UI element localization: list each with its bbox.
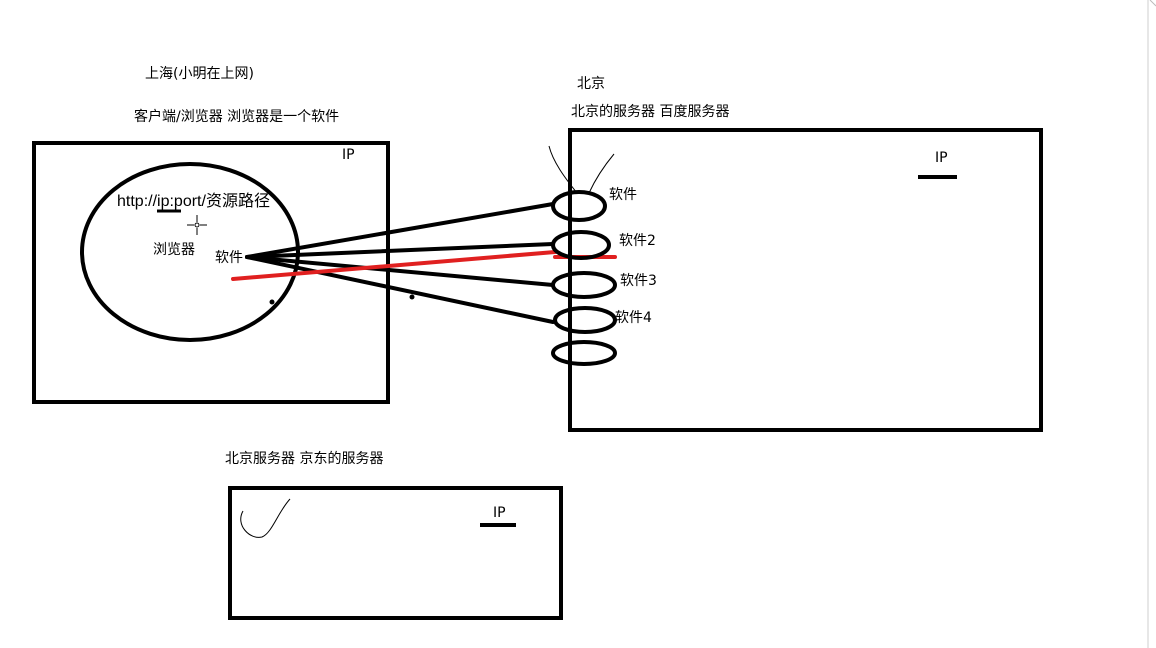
jd-ip-label: IP — [493, 505, 506, 521]
client-ip-label: IP — [342, 147, 355, 163]
browser-label: 浏览器 — [153, 242, 195, 258]
ink-dot — [409, 294, 415, 300]
highlight-connection-line — [231, 250, 557, 281]
port-ellipse-3 — [551, 271, 617, 299]
connection-line-1 — [245, 202, 555, 259]
connection-lines — [245, 202, 555, 324]
port-ellipse-1 — [551, 190, 607, 222]
port-ellipse-4 — [553, 306, 617, 334]
client-software-label: 软件 — [215, 250, 243, 266]
connection-line-4 — [245, 255, 555, 324]
jd-role-label: 北京服务器 京东的服务器 — [225, 451, 383, 467]
baidu-ip-label: IP — [935, 150, 948, 166]
client-location-label: 上海(小明在上网) — [145, 66, 254, 82]
port-ellipse-2 — [551, 230, 611, 260]
baidu-location-label: 北京 — [577, 76, 605, 92]
server-software-label-2: 软件2 — [619, 233, 656, 249]
connection-line-3 — [245, 255, 555, 287]
client-computer-box — [32, 141, 390, 404]
baidu-role-label: 北京的服务器 百度服务器 — [571, 104, 729, 120]
server-software-label-3: 软件3 — [620, 273, 657, 289]
client-role-label: 客户端/浏览器 浏览器是一个软件 — [134, 108, 339, 125]
port-ellipse-5 — [551, 340, 617, 366]
url-label: http://ip:port/资源路径 — [117, 192, 270, 210]
resize-corner — [1149, 0, 1156, 7]
pen-stroke — [588, 153, 615, 194]
pen-stroke — [240, 498, 291, 538]
crosshair-cursor-icon — [187, 215, 207, 235]
server-software-label-4: 软件4 — [615, 310, 652, 326]
server-software-label-1: 软件 — [609, 187, 637, 203]
browser-circle — [80, 162, 300, 342]
jd-server-box — [228, 486, 563, 620]
connection-line-2 — [245, 242, 555, 259]
baidu-server-box — [568, 128, 1043, 432]
ink-dot — [269, 299, 275, 305]
pen-stroke — [548, 145, 578, 194]
